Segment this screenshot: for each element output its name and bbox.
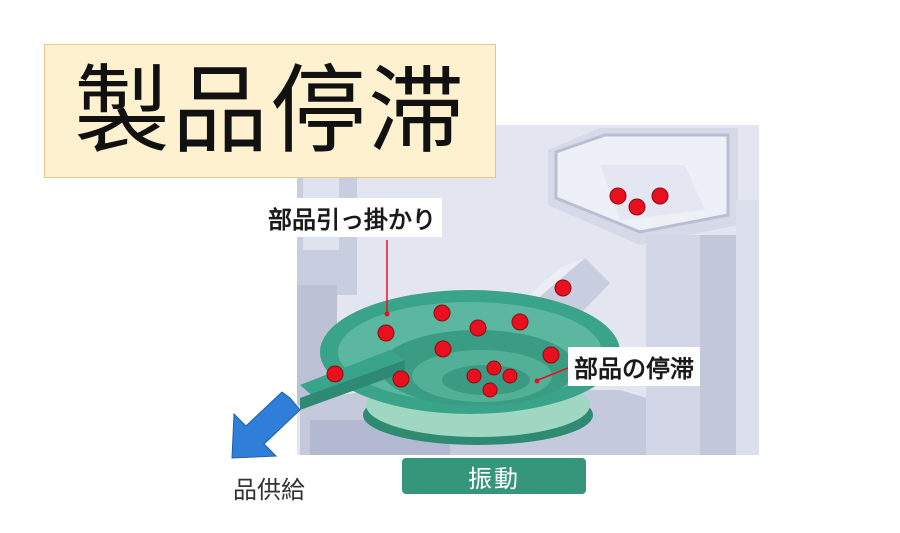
part bbox=[609, 187, 627, 205]
part bbox=[469, 319, 487, 337]
callout-dot-catch bbox=[384, 311, 390, 317]
part bbox=[542, 346, 560, 364]
part bbox=[434, 340, 452, 358]
part bbox=[511, 313, 529, 331]
part bbox=[326, 365, 344, 383]
vibrating-bowl bbox=[320, 290, 620, 445]
output-track-side bbox=[300, 360, 405, 410]
part bbox=[628, 198, 646, 216]
callout-dot-stagnant bbox=[534, 378, 540, 384]
page-title: 製品停滞 bbox=[74, 55, 466, 167]
part bbox=[554, 279, 572, 297]
part bbox=[651, 187, 669, 205]
label-part-catch: 部品引っ掛かり bbox=[262, 198, 442, 237]
label-supply: 品供給 bbox=[233, 476, 305, 504]
label-part-stagnation: 部品の停滞 bbox=[568, 347, 700, 386]
part bbox=[392, 370, 410, 388]
vibration-button[interactable]: 振動 bbox=[402, 458, 586, 494]
part bbox=[377, 324, 395, 342]
arrow-down-left-icon bbox=[231, 391, 301, 459]
part bbox=[502, 368, 518, 384]
part bbox=[486, 360, 502, 376]
parts-group bbox=[326, 187, 669, 398]
part bbox=[433, 304, 451, 322]
part bbox=[466, 368, 482, 384]
callout-line-stagnant bbox=[537, 367, 569, 381]
part bbox=[482, 382, 498, 398]
output-track bbox=[300, 350, 405, 398]
title-banner: 製品停滞 bbox=[44, 44, 496, 178]
hopper-tower bbox=[548, 128, 759, 455]
